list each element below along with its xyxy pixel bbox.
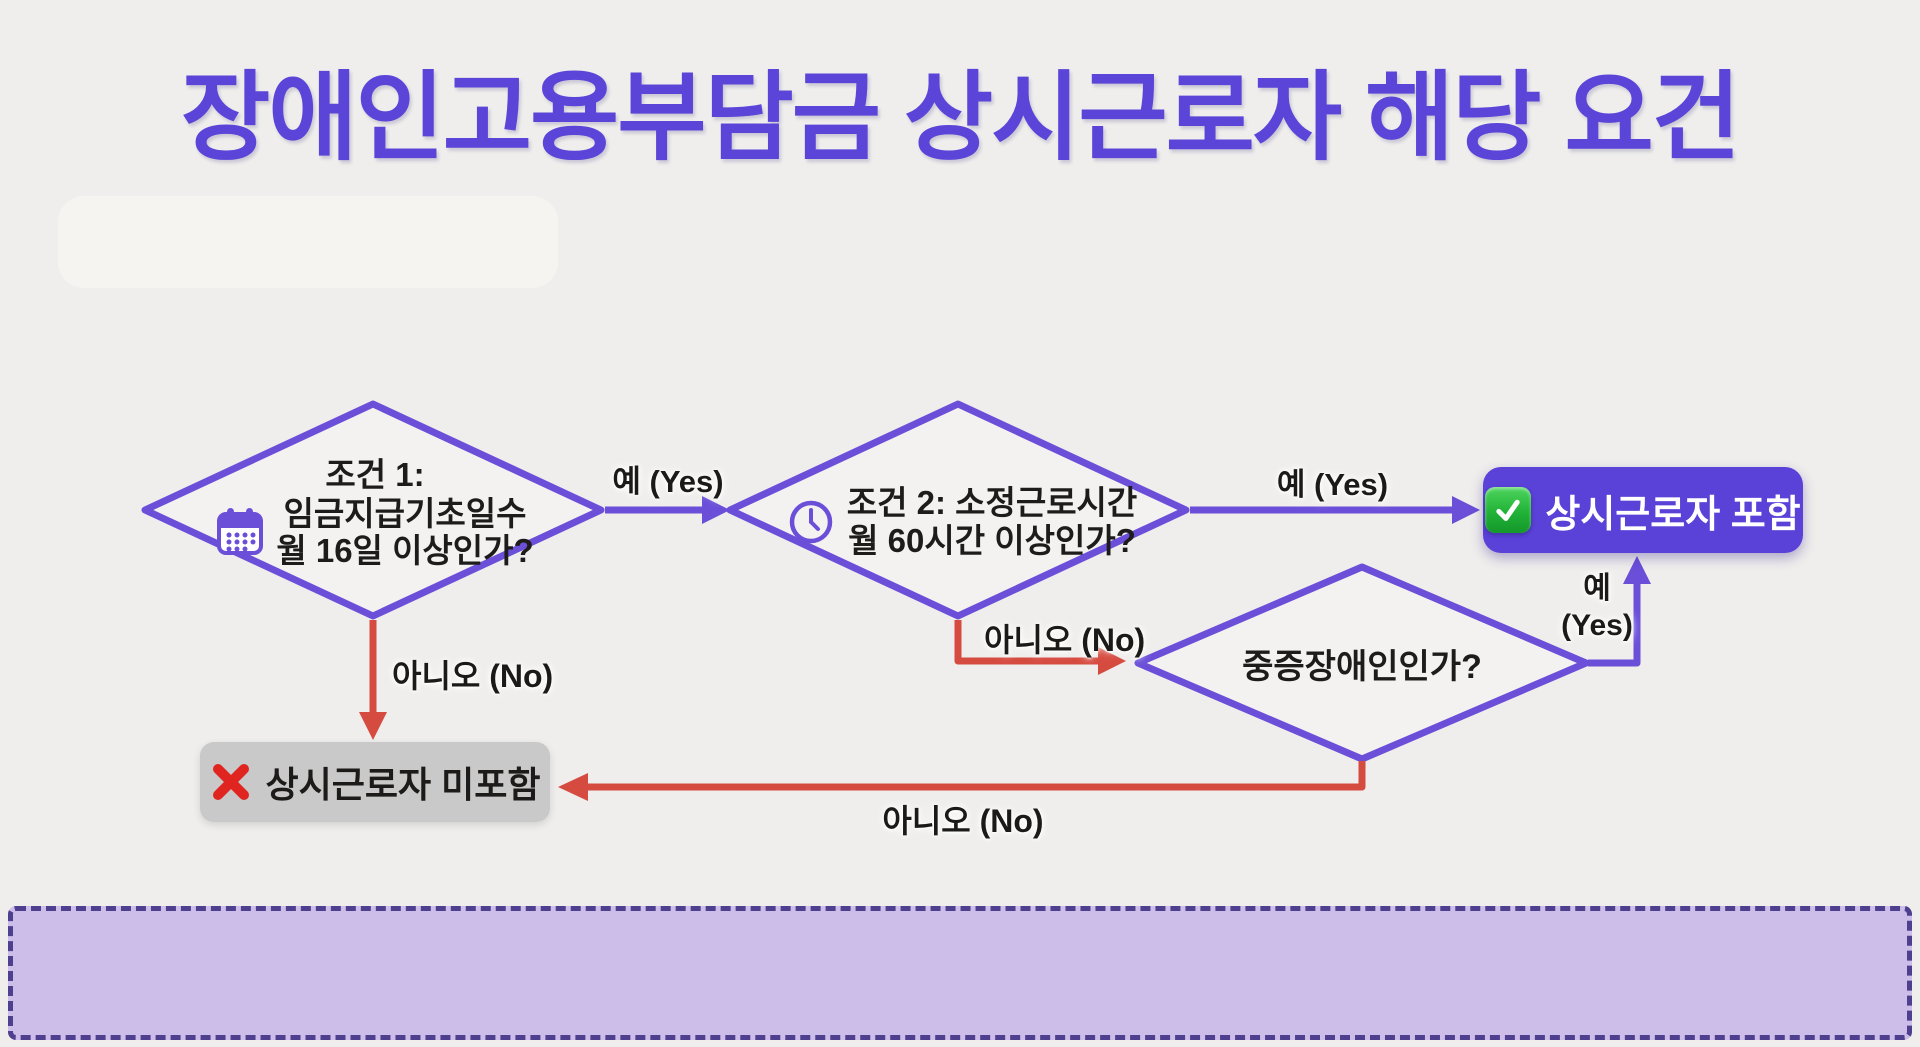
edge-label-cond3-no: 아니오 (No) [882,803,1044,839]
check-icon [1485,487,1532,533]
result-excluded-box: 상시근로자 미포함 [200,742,550,822]
clock-icon [787,498,835,546]
arrow-cond3-yes [1588,556,1651,667]
condition2-node: 조건 2: 소정근로시간 월 60시간 이상인가? [742,476,1182,568]
background-highlight [58,196,558,288]
x-icon [210,761,252,803]
page-title: 장애인고용부담금 상시근로자 해당 요건 [181,63,1741,172]
edge-label-cond1-yes: 예 (Yes) [612,464,724,499]
condition1-node: 조건 1: 임금지급기초일수 월 16일 이상인가? [150,436,600,588]
edge-label-cond2-yes: 예 (Yes) [1276,467,1389,502]
edge-label-cond3-yes: 예 (Yes) [1545,570,1649,644]
result-included-label: 상시근로자 포함 [1545,493,1801,536]
note-box [8,906,1912,1040]
condition2-diamond [726,400,1190,620]
edge-label-cond2-no: 아니오 (No) [984,622,1146,658]
condition1-line3: 월 16일 이상인가? [276,531,534,569]
result-included-box: 상시근로자 포함 [1483,467,1803,553]
condition1-diamond [141,400,605,620]
edge-label-cond1-no: 아니오 (No) [392,658,554,694]
condition3-label: 중증장애인인가? [1242,647,1482,686]
result-excluded-label: 상시근로자 미포함 [265,764,541,805]
condition1-line1: 조건 1: [325,455,425,493]
note-text [13,911,1907,1035]
condition2-line2: 월 60시간 이상인가? [848,522,1136,559]
condition3-diamond [1134,563,1590,763]
arrow-cond2-no [954,620,1126,675]
edge-label-cond3-yes-line2: (Yes) [1561,609,1633,642]
calendar-icon [216,507,264,557]
edge-label-cond3-yes-line1: 예 [1583,572,1611,605]
condition3-node: 중증장애인인가? [1150,640,1574,686]
condition1-line2: 임금지급기초일수 [283,494,527,532]
arrow-cond1-no [359,620,387,740]
arrow-cond1-yes [605,496,730,524]
arrow-cond3-no [558,761,1366,801]
condition2-line1: 조건 2: 소정근로시간 [846,484,1138,521]
arrow-cond2-yes [1190,496,1480,524]
